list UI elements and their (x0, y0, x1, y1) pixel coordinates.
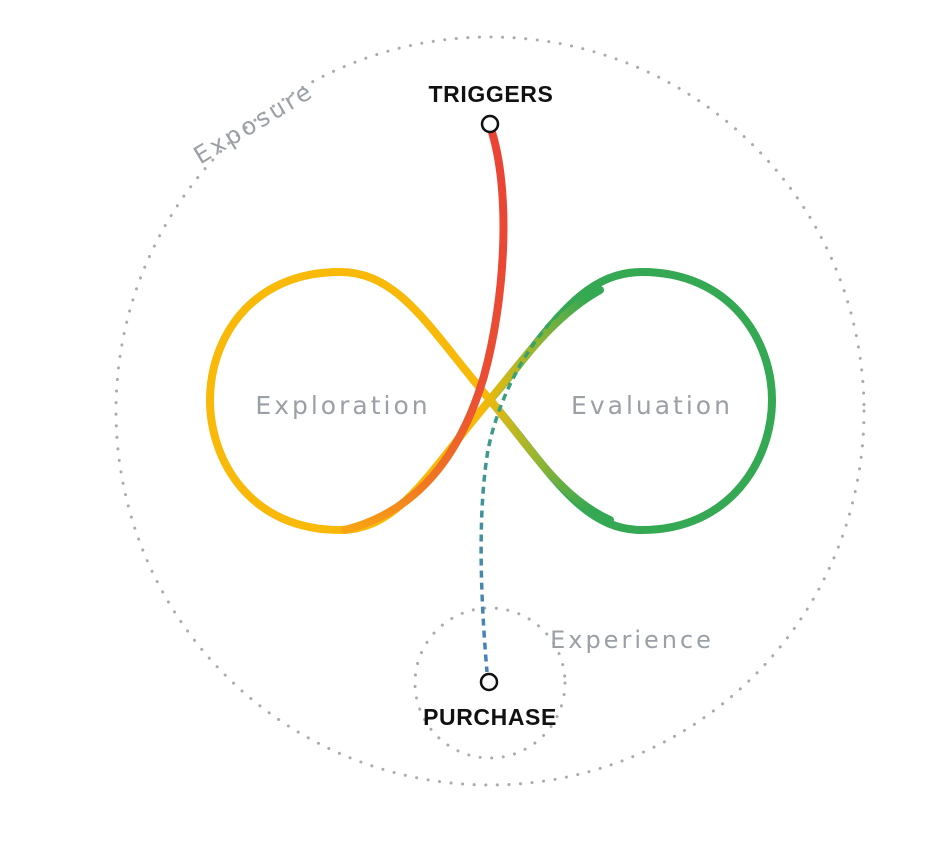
purchase-path (479, 296, 578, 673)
triggers-node-marker (480, 114, 500, 134)
experience-label: Experience (550, 626, 714, 654)
triggers-label: TRIGGERS (429, 81, 554, 107)
loop-crossing-lower (486, 396, 614, 524)
experience-ring (413, 606, 567, 760)
exposure-ring (114, 35, 866, 787)
exposure-label: Exposure (189, 76, 319, 170)
purchase-label: PURCHASE (423, 704, 557, 730)
evaluation-label: Evaluation (571, 391, 733, 420)
purchase-node-marker (479, 672, 499, 692)
triggers-path (341, 122, 508, 534)
loop-crossing-upper (474, 286, 604, 418)
exploration-label: Exploration (255, 391, 430, 420)
